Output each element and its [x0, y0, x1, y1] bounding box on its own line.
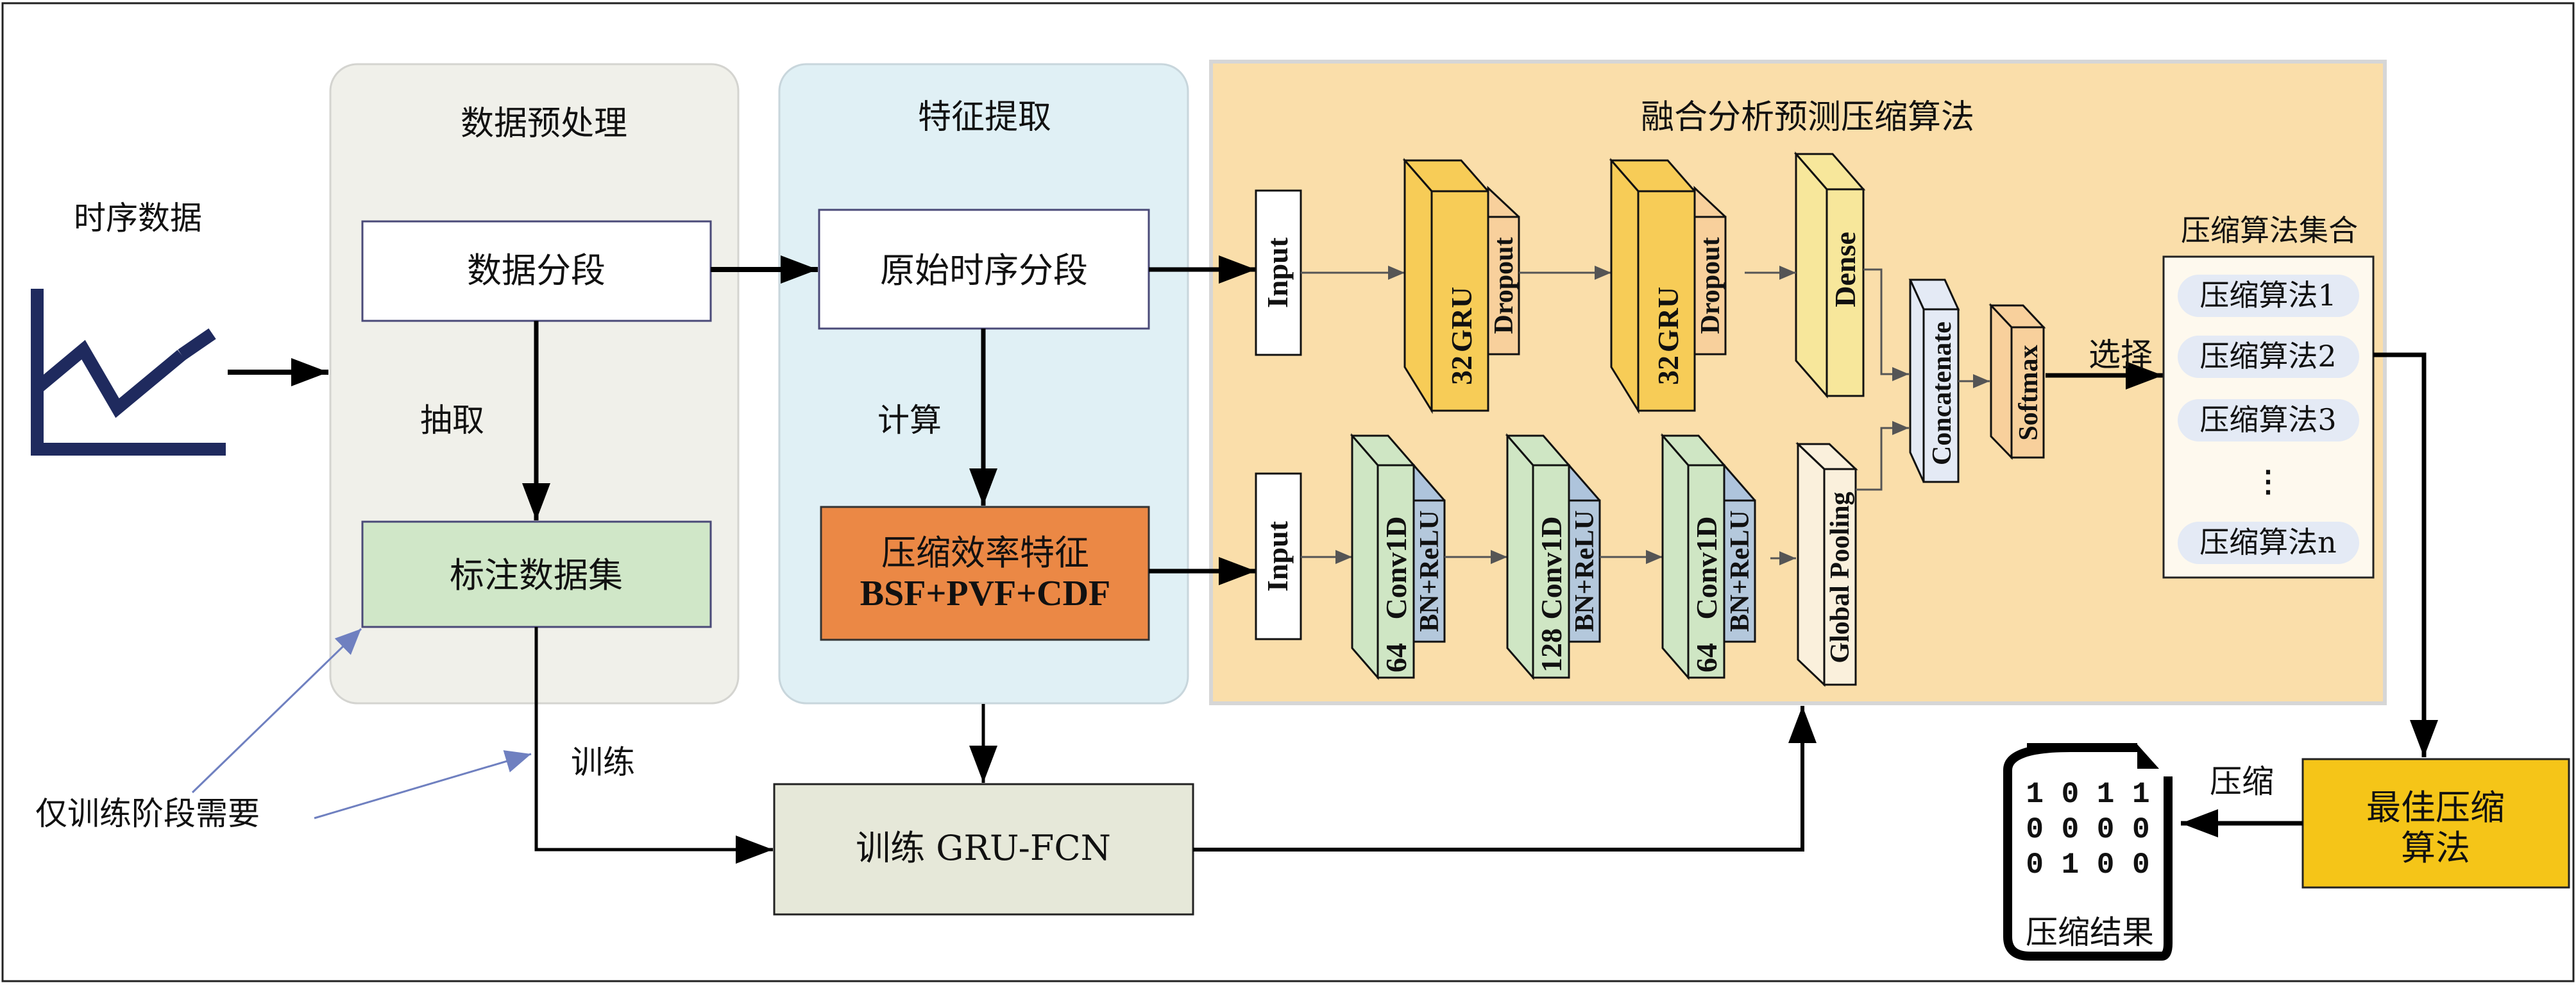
arrow-pooling-to-concat	[1856, 421, 1909, 491]
compress-label: 压缩	[2210, 763, 2274, 800]
arrow-algorithms-to-best	[2373, 352, 2438, 757]
binary-row: 0 0 0 0	[2026, 813, 2149, 846]
algorithm-set-title: 压缩算法集合	[2181, 213, 2358, 248]
labeled-dataset-label: 标注数据集	[450, 555, 623, 595]
dense-block[interactable]: Dense	[1793, 151, 1866, 398]
conv1d-filters-label: 64	[1690, 643, 1723, 672]
binary-row: 0 1 0 0	[2026, 848, 2149, 882]
concatenate-label: Concatenate	[1928, 321, 1957, 465]
concatenate-block[interactable]: Concatenate	[1908, 278, 1960, 483]
gru-units-label: 32	[1445, 355, 1478, 385]
bn-relu-label: BN+ReLU	[1415, 510, 1445, 632]
gru-input-label: Input	[1261, 237, 1294, 308]
time-series-label: 时序数据	[74, 200, 202, 237]
arrow-dataset-to-train	[534, 627, 773, 864]
note-arrow-to-dataset	[191, 628, 362, 794]
train-gru-fcn-label: 训练 GRU-FCN	[856, 828, 1111, 868]
fcn-input-block[interactable]: Input	[1255, 472, 1302, 640]
dropout-sublayer[interactable]	[1693, 185, 1727, 355]
algorithm-label: 压缩算法2	[2199, 339, 2336, 373]
bn-relu-sublayer[interactable]	[1723, 463, 1756, 643]
bn-relu-sublayer[interactable]	[1412, 463, 1446, 643]
algorithm-item[interactable]: 压缩算法3	[2178, 399, 2359, 441]
only-training-note: 仅训练阶段需要	[35, 795, 260, 832]
algorithm-label: 压缩算法n	[2199, 525, 2337, 560]
conv1d-label: Conv1D	[1380, 516, 1412, 619]
conv1d-filters-label: 64	[1380, 643, 1412, 672]
bn-relu-sublayer[interactable]	[1568, 463, 1601, 643]
efficiency-features-box[interactable]	[820, 506, 1150, 641]
dense-label: Dense	[1829, 232, 1861, 307]
best-algorithm-label-line1: 最佳压缩	[2366, 787, 2505, 828]
algorithm-item[interactable]: 压缩算法n	[2178, 522, 2359, 564]
softmax-label: Softmax	[2014, 345, 2044, 440]
efficiency-features-label: 压缩效率特征	[881, 533, 1089, 573]
global-pooling-label: Global Pooling	[1826, 492, 1855, 663]
arrow-dense-to-concat	[1863, 268, 1909, 381]
binary-row: 1 0 1 1	[2026, 778, 2149, 811]
algorithm-item[interactable]: 压缩算法1	[2178, 275, 2359, 317]
algorithm-item[interactable]: 压缩算法2	[2178, 336, 2359, 378]
global-pooling-block[interactable]: Global Pooling	[1795, 441, 1858, 687]
raw-segment-label: 原始时序分段	[880, 250, 1088, 291]
efficiency-features-formula: BSF+PVF+CDF	[860, 574, 1110, 613]
line-chart-icon	[31, 289, 226, 456]
best-algorithm-box[interactable]	[2301, 758, 2570, 889]
bn-relu-label: BN+ReLU	[1570, 510, 1600, 632]
labeled-dataset-box[interactable]	[361, 520, 712, 628]
select-label: 选择	[2089, 336, 2153, 373]
compute-label: 计算	[877, 402, 942, 439]
fusion-title: 融合分析预测压缩算法	[1641, 98, 1974, 137]
gru-units-label: 32	[1652, 355, 1684, 385]
algorithm-ellipsis: ⋮	[2253, 464, 2283, 499]
dropout-label: Dropout	[1696, 237, 1725, 334]
gru-layer-label: GRU	[1445, 287, 1478, 352]
extract-label: 抽取	[420, 402, 484, 439]
algorithm-label: 压缩算法3	[2199, 402, 2336, 437]
bn-relu-label: BN+ReLU	[1725, 510, 1755, 632]
compression-result-label: 压缩结果	[2026, 914, 2154, 951]
ellipsis-label: ⋮	[2253, 464, 2283, 499]
note-arrow-to-train	[314, 750, 532, 819]
feature-extraction-title: 特征提取	[918, 98, 1051, 137]
preprocessing-title: 数据预处理	[461, 105, 627, 143]
conv1d-label: Conv1D	[1690, 516, 1723, 619]
algorithm-label: 压缩算法1	[2199, 278, 2336, 313]
segment-box-label: 数据分段	[467, 250, 606, 291]
binary-file-icon: 1 0 1 10 0 0 00 1 0 0	[2003, 743, 2173, 961]
fcn-input-label: Input	[1261, 520, 1294, 592]
conv1d-label: Conv1D	[1535, 516, 1568, 619]
best-algorithm-label-line2: 算法	[2401, 828, 2470, 868]
train-label: 训练	[571, 744, 635, 781]
arrow-train-to-model	[1193, 706, 1817, 852]
softmax-block[interactable]: Softmax	[1988, 303, 2046, 460]
dropout-sublayer[interactable]	[1487, 185, 1520, 355]
dropout-label: Dropout	[1489, 237, 1519, 334]
gru-layer-label: GRU	[1652, 287, 1684, 352]
gru-input-block[interactable]: Input	[1255, 189, 1302, 356]
conv1d-filters-label: 128	[1535, 628, 1568, 672]
